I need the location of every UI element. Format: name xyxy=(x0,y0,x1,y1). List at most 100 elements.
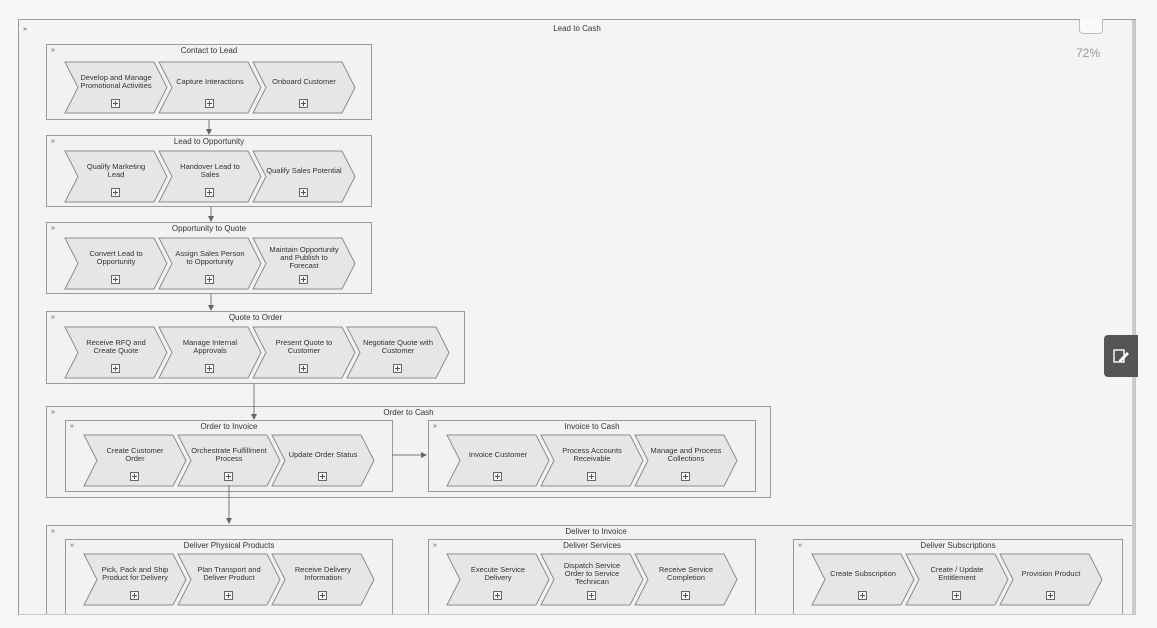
process-step[interactable]: Create Subscription xyxy=(811,553,915,606)
group-title: Deliver Physical Products xyxy=(183,541,275,550)
plus-box-icon[interactable] xyxy=(130,472,139,481)
process-step[interactable]: Present Quote to Customer xyxy=(252,326,356,379)
process-step[interactable]: Receive Service Completion xyxy=(634,553,738,606)
group-quote-to-order[interactable]: » Quote to Order Receive RFQ and Create … xyxy=(46,311,465,384)
plus-box-icon[interactable] xyxy=(205,364,214,373)
process-step[interactable]: Update Order Status xyxy=(271,434,375,487)
group-deliver-services[interactable]: » Deliver Services Execute Service Deliv… xyxy=(428,539,756,614)
process-step[interactable]: Receive Delivery Information xyxy=(271,553,375,606)
plus-box-icon[interactable] xyxy=(681,591,690,600)
plus-box-icon[interactable] xyxy=(299,275,308,284)
process-step-label: Orchestrate Fulfillment Process xyxy=(191,446,267,463)
plus-box-icon[interactable] xyxy=(111,364,120,373)
process-step[interactable]: Pick, Pack and Ship Product for Delivery xyxy=(83,553,187,606)
process-step[interactable]: Dispatch Service Order to Service Techni… xyxy=(540,553,644,606)
plus-box-icon[interactable] xyxy=(111,188,120,197)
process-step[interactable]: Onboard Customer xyxy=(252,61,356,114)
process-step[interactable]: Maintain Opportunity and Publish to Fore… xyxy=(252,237,356,290)
plus-box-icon[interactable] xyxy=(130,591,139,600)
plus-box-icon[interactable] xyxy=(299,364,308,373)
process-step-label: Assign Sales Person to Opportunity xyxy=(175,249,245,266)
plus-box-icon[interactable] xyxy=(587,591,596,600)
plus-box-icon[interactable] xyxy=(299,99,308,108)
plus-box-icon[interactable] xyxy=(493,591,502,600)
process-step[interactable]: Manage Internal Approvals xyxy=(158,326,262,379)
group-order-to-cash[interactable]: » Order to Cash » Order to Invoice Creat… xyxy=(46,406,771,498)
process-step-label: Handover Lead to Sales xyxy=(180,162,240,179)
group-title: Order to Cash xyxy=(383,408,434,417)
process-step-label: Receive Service Completion xyxy=(658,565,714,582)
process-step-label: Provision Product xyxy=(1021,569,1081,578)
process-step-label: Maintain Opportunity and Publish to Fore… xyxy=(269,245,339,270)
process-step[interactable]: Create / Update Entitlement xyxy=(905,553,1009,606)
process-step-label: Manage Internal Approvals xyxy=(182,338,238,355)
group-opportunity-to-quote[interactable]: » Opportunity to Quote Convert Lead to O… xyxy=(46,222,372,294)
plus-box-icon[interactable] xyxy=(205,99,214,108)
process-step[interactable]: Execute Service Delivery xyxy=(446,553,550,606)
plus-box-icon[interactable] xyxy=(1046,591,1055,600)
process-step-label: Receive RFQ and Create Quote xyxy=(86,338,146,355)
group-contact-to-lead[interactable]: » Contact to Lead Develop and Manage Pro… xyxy=(46,44,372,120)
process-step[interactable]: Develop and Manage Promotional Activitie… xyxy=(64,61,168,114)
plus-box-icon[interactable] xyxy=(111,99,120,108)
diagram-canvas[interactable]: » Lead to Cash » Contact to Lead Develop… xyxy=(18,19,1136,615)
plus-box-icon[interactable] xyxy=(858,591,867,600)
process-step-label: Receive Delivery Information xyxy=(294,565,352,582)
group-deliver-subscriptions[interactable]: » Deliver Subscriptions Create Subscript… xyxy=(793,539,1123,614)
plus-box-icon[interactable] xyxy=(318,591,327,600)
process-step-label: Execute Service Delivery xyxy=(470,565,526,582)
corner-control[interactable] xyxy=(1079,19,1103,34)
process-step-label: Qualify Sales Potential xyxy=(266,166,342,175)
process-step[interactable]: Manage and Process Collections xyxy=(634,434,738,487)
vertical-scrollbar[interactable] xyxy=(1132,20,1135,614)
process-step[interactable]: Qualify Marketing Lead xyxy=(64,150,168,203)
process-step-label: Create Subscription xyxy=(830,569,896,578)
group-title: Lead to Opportunity xyxy=(173,137,245,146)
plus-box-icon[interactable] xyxy=(681,472,690,481)
plus-box-icon[interactable] xyxy=(205,275,214,284)
process-step[interactable]: Capture Interactions xyxy=(158,61,262,114)
plus-box-icon[interactable] xyxy=(393,364,402,373)
diagram-title: Lead to Cash xyxy=(553,24,601,33)
edit-icon[interactable] xyxy=(1104,335,1138,377)
group-title: Opportunity to Quote xyxy=(171,224,247,233)
plus-box-icon[interactable] xyxy=(318,472,327,481)
plus-box-icon[interactable] xyxy=(224,591,233,600)
process-step[interactable]: Provision Product xyxy=(999,553,1103,606)
process-step-label: Negotiate Quote with Customer xyxy=(362,338,434,355)
group-title: Deliver Services xyxy=(563,541,621,550)
process-step[interactable]: Plan Transport and Deliver Product xyxy=(177,553,281,606)
process-step[interactable]: Assign Sales Person to Opportunity xyxy=(158,237,262,290)
process-step[interactable]: Process Accounts Receivable xyxy=(540,434,644,487)
process-step[interactable]: Create Customer Order xyxy=(83,434,187,487)
process-step-label: Capture Interactions xyxy=(176,77,244,86)
process-step[interactable]: Handover Lead to Sales xyxy=(158,150,262,203)
process-step[interactable]: Orchestrate Fulfillment Process xyxy=(177,434,281,487)
process-step-label: Manage and Process Collections xyxy=(650,446,722,463)
process-step[interactable]: Qualify Sales Potential xyxy=(252,150,356,203)
process-step-label: Plan Transport and Deliver Product xyxy=(197,565,261,582)
plus-box-icon[interactable] xyxy=(299,188,308,197)
plus-box-icon[interactable] xyxy=(205,188,214,197)
process-step-label: Qualify Marketing Lead xyxy=(86,162,146,179)
process-step[interactable]: Invoice Customer xyxy=(446,434,550,487)
group-title: Contact to Lead xyxy=(180,46,238,55)
process-step-label: Create Customer Order xyxy=(106,446,164,463)
process-step-label: Onboard Customer xyxy=(272,77,336,86)
group-title: Quote to Order xyxy=(228,313,283,322)
process-step[interactable]: Convert Lead to Opportunity xyxy=(64,237,168,290)
plus-box-icon[interactable] xyxy=(111,275,120,284)
plus-box-icon[interactable] xyxy=(952,591,961,600)
process-step[interactable]: Negotiate Quote with Customer xyxy=(346,326,450,379)
group-deliver-to-invoice[interactable]: » Deliver to Invoice » Deliver Physical … xyxy=(46,525,1135,614)
group-title: Order to Invoice xyxy=(200,422,258,431)
group-order-to-invoice[interactable]: » Order to Invoice Create Customer Order… xyxy=(65,420,393,492)
plus-box-icon[interactable] xyxy=(587,472,596,481)
group-deliver-physical-products[interactable]: » Deliver Physical Products Pick, Pack a… xyxy=(65,539,393,614)
plus-box-icon[interactable] xyxy=(224,472,233,481)
process-step-label: Invoice Customer xyxy=(468,450,528,459)
plus-box-icon[interactable] xyxy=(493,472,502,481)
process-step[interactable]: Receive RFQ and Create Quote xyxy=(64,326,168,379)
group-lead-to-opportunity[interactable]: » Lead to Opportunity Qualify Marketing … xyxy=(46,135,372,207)
